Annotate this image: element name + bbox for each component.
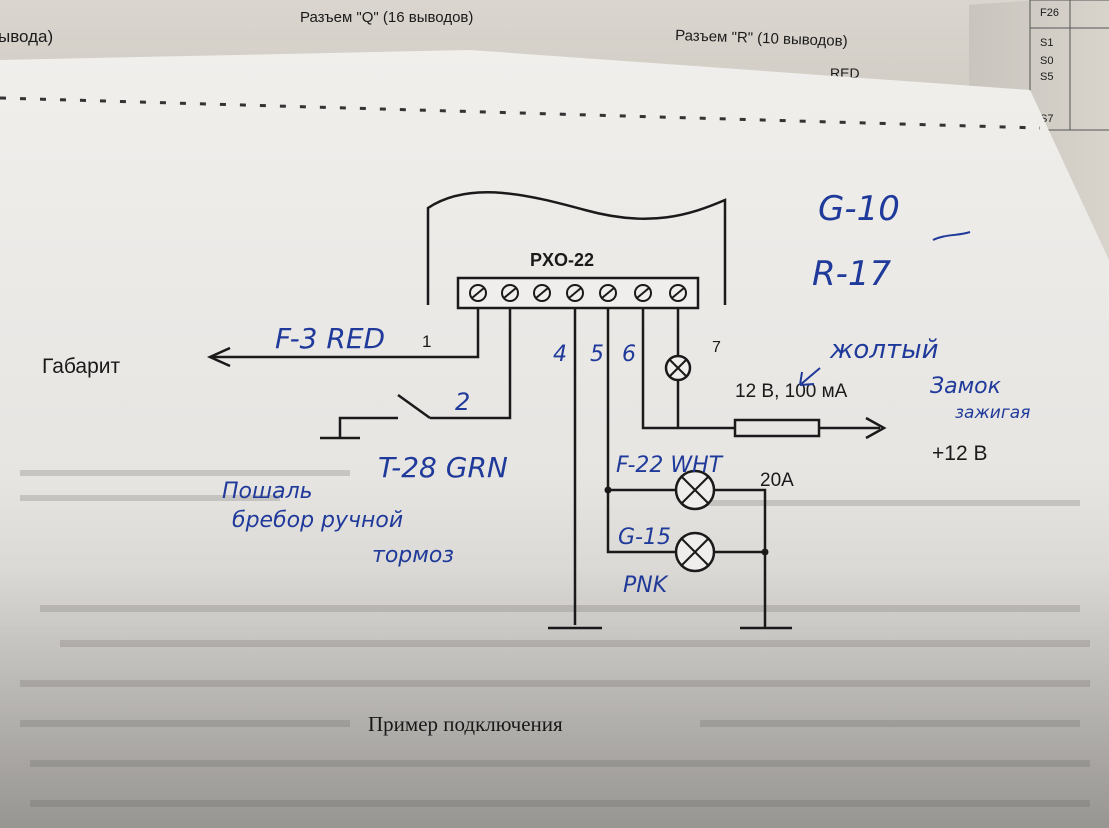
terminal-screw [599,284,617,302]
note-signal-line2: бребор ручной [232,508,403,533]
fuse-rating-label: 20А [760,470,794,491]
note-terminal-6: 6 [622,342,636,367]
lamp-icon-upper [674,469,716,511]
left-fragment-text: ывода) [0,27,53,46]
terminal-screw [634,284,652,302]
code-s1: S1 [1040,37,1053,49]
code-s5: S5 [1040,71,1053,83]
connector-r-label: Разъем "R" (10 выводов) [675,27,848,50]
terminal-screws [469,284,687,302]
perforation-line [0,96,1041,130]
lamp-rating-label: 12 В, 100 мА [735,381,848,402]
lamp-icon-lower [674,531,716,573]
note-t28-grn: T-28 GRN [378,451,508,484]
note-pnk: PNK [623,573,669,598]
note-f3-red: F-3 RED [275,322,385,355]
wire-2 [430,308,512,420]
note-r17: R-17 [812,254,892,294]
wire-1 [212,308,480,359]
top-page-text: ывода) Разъем "Q" (16 выводов) Разъем "R… [0,0,1109,131]
note-arrow-icon [799,367,821,386]
terminal-screw [469,284,487,302]
indicator-lamp-icon [664,354,692,382]
terminal-screw [669,284,687,302]
note-g15: G-15 [618,525,671,550]
code-f26: F26 [1040,7,1059,19]
note-terminal-5: 5 [590,342,604,367]
caption: Пример подключения [368,712,563,736]
junction-dot [604,486,612,494]
power-label: +12 В [932,442,987,465]
wire-5b [606,490,676,554]
terminal-block [456,276,700,310]
wiring [206,308,887,630]
terminal-screw [501,284,519,302]
connector-q-label: Разъем "Q" (16 выводов) [300,9,473,26]
right-code-table: F26 S1 S0 S5 S7 [1029,0,1109,131]
device-body [426,191,727,305]
code-s0: S0 [1040,55,1053,67]
note-signal-line1: Пошаль [222,479,313,504]
gabarit-label: Габарит [42,355,121,378]
terminal-screw [533,284,551,302]
switch-ground [320,416,398,440]
show-through-text [20,470,1090,807]
arrow-left-icon [206,346,231,368]
junction-dot [761,548,769,556]
lamp-return [714,488,767,554]
note-terminal-2: 2 [455,388,470,416]
paper-sheet [0,50,1109,828]
terminal-screw [566,284,584,302]
note-f22-wht: F-22 WHT [616,453,724,478]
note-lock-line2: зажигая [955,403,1030,423]
note-g10: G-10 [818,189,900,229]
terminal-number-1: 1 [422,332,431,351]
wire-6 [641,308,735,430]
note-yellow: жолтый [829,335,939,365]
note-signal-line3: тормоз [372,543,454,568]
terminal-number-7: 7 [712,339,721,356]
note-lock-line1: Замок [930,374,1002,399]
switch-contact [397,393,431,420]
arrow-right-icon [865,416,887,440]
note-mark [932,231,971,241]
note-terminal-4: 4 [553,342,567,367]
handwritten-notes: G-10 R-17 F-3 RED 2 4 5 6 жолтый Замок з… [222,189,1030,598]
device-label: PXO-22 [530,250,594,270]
